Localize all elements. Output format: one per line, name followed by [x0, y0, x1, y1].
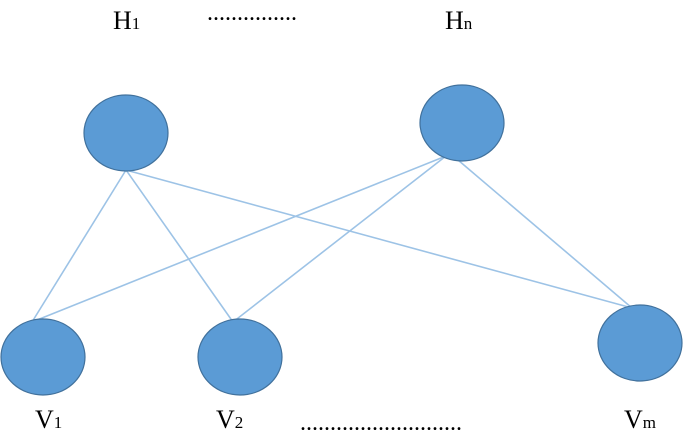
visible-label-m: Vm	[624, 405, 656, 434]
hidden-node-1	[83, 94, 169, 172]
hidden-node-n	[419, 84, 505, 162]
visible-node-m	[597, 304, 683, 382]
hidden-label-n: Hn	[445, 6, 473, 35]
edge-hn-v1	[31, 155, 447, 323]
visible-node-2	[197, 318, 283, 396]
edge-h1-v2	[125, 169, 234, 323]
edge-h1-v1	[31, 169, 127, 323]
edge-hn-vm	[457, 159, 633, 309]
hidden-ellipsis: ...............	[207, 0, 297, 26]
visible-node-1	[0, 318, 86, 396]
visible-label-2: V2	[216, 405, 243, 434]
edge-hn-v2	[232, 155, 447, 323]
connection-edges	[31, 155, 633, 323]
visible-ellipsis: ...........................	[300, 410, 462, 436]
edge-h1-vm	[125, 169, 633, 309]
neuron-nodes	[0, 84, 683, 396]
visible-label-1: V1	[35, 405, 62, 434]
hidden-label-1: H1	[113, 6, 140, 35]
